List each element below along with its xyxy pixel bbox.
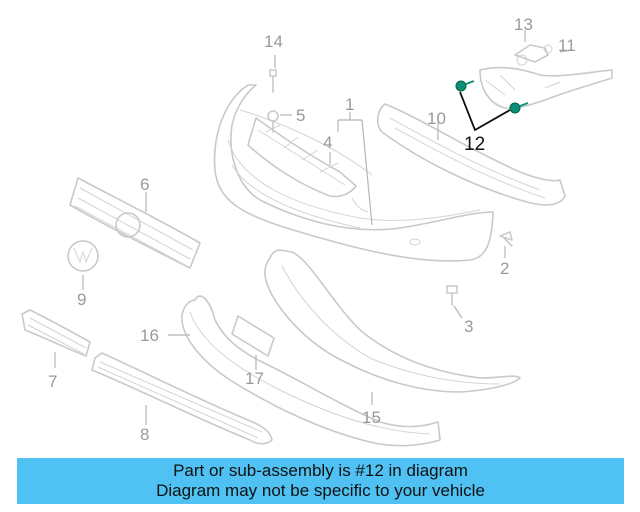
plate-bracket-part xyxy=(231,315,275,357)
mounting-bracket-part xyxy=(479,54,613,110)
callout-4: 4 xyxy=(323,133,332,152)
callout-2: 2 xyxy=(500,259,509,278)
clip-part-3 xyxy=(446,285,458,306)
callout-12: 12 xyxy=(464,134,485,155)
info-banner: Part or sub-assembly is #12 in diagram D… xyxy=(17,458,624,504)
bumper-cover-part xyxy=(213,84,494,262)
callout-14: 14 xyxy=(264,32,283,51)
clip-part xyxy=(514,44,553,63)
lower-spoiler-part xyxy=(264,249,521,393)
callout-6: 6 xyxy=(140,175,149,194)
callout-11: 11 xyxy=(558,36,576,55)
callout-7: 7 xyxy=(48,372,57,391)
callout-5: 5 xyxy=(296,106,305,125)
front-grille-part xyxy=(69,177,201,269)
lower-grille-center-part xyxy=(91,352,273,445)
screw-part xyxy=(269,69,277,93)
emblem-part xyxy=(67,240,99,272)
lower-grille-left-part xyxy=(21,309,91,357)
callout-17: 17 xyxy=(245,369,264,388)
parts-diagram: 1 2 3 4 5 6 7 8 9 10 11 12 13 14 15 16 1… xyxy=(21,15,613,447)
callout-16: 16 xyxy=(140,326,159,345)
callout-8: 8 xyxy=(140,425,149,444)
callout-9: 9 xyxy=(77,290,86,309)
callout-3: 3 xyxy=(464,317,473,336)
banner-line-2: Diagram may not be specific to your vehi… xyxy=(156,481,485,500)
callout-10: 10 xyxy=(427,109,446,128)
leader-lines xyxy=(54,30,573,425)
bolt-part-2 xyxy=(499,231,513,247)
banner-line-1: Part or sub-assembly is #12 in diagram xyxy=(173,461,468,480)
callout-13: 13 xyxy=(514,15,533,34)
impact-absorber-part xyxy=(376,103,566,206)
highlighted-bolt-part xyxy=(455,80,529,114)
callout-15: 15 xyxy=(362,408,381,427)
callout-1: 1 xyxy=(345,95,354,114)
push-clip-part xyxy=(267,110,279,133)
undershield-part xyxy=(181,295,441,447)
